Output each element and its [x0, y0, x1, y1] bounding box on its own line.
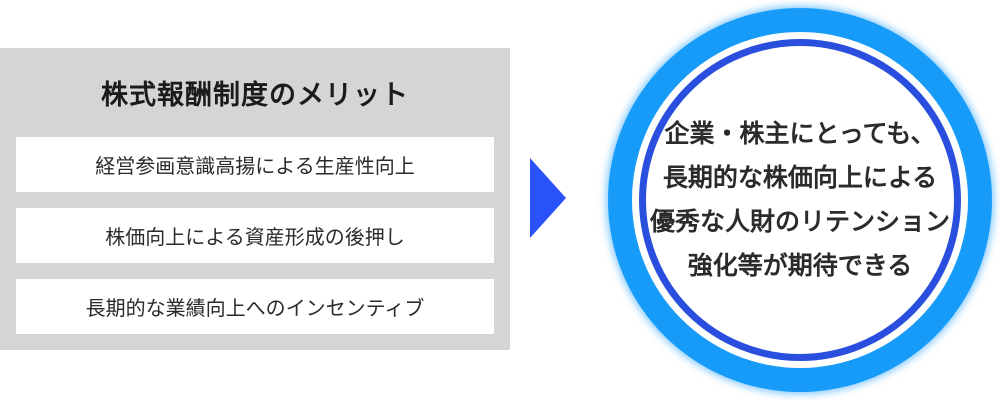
outcome-text-line-2: 長期的な株価向上による: [662, 164, 938, 192]
merit-item-productivity-label: 経営参画意識高揚による生産性向上: [95, 156, 415, 178]
outcome-text-line-4: 強化等が期待できる: [687, 252, 913, 280]
right-arrow-icon: [530, 158, 566, 238]
outcome-circle: 企業・株主にとっても、 長期的な株価向上による 優秀な人財のリテンション 強化等…: [608, 8, 992, 392]
merit-item-asset-formation-label: 株価向上による資産形成の後押し: [105, 227, 405, 249]
outcome-text-line-1: 企業・株主にとっても、: [664, 120, 936, 148]
outcome-circle-inner: 企業・株主にとっても、 長期的な株価向上による 優秀な人財のリテンション 強化等…: [639, 39, 961, 361]
merit-item-incentive-label: 長期的な業績向上へのインセンティブ: [85, 298, 425, 320]
merit-item-productivity: 経営参画意識高揚による生産性向上: [16, 137, 494, 192]
merit-item-asset-formation: 株価向上による資産形成の後押し: [16, 208, 494, 263]
merit-item-incentive: 長期的な業績向上へのインセンティブ: [16, 279, 494, 334]
merits-panel: 株式報酬制度のメリット 経営参画意識高揚による生産性向上 株価向上による資産形成…: [0, 48, 510, 350]
outcome-text-line-3: 優秀な人財のリテンション: [649, 208, 950, 236]
outcome-circle-gap-ring: 企業・株主にとっても、 長期的な株価向上による 優秀な人財のリテンション 強化等…: [632, 32, 968, 368]
merits-panel-title: 株式報酬制度のメリット: [101, 80, 409, 110]
